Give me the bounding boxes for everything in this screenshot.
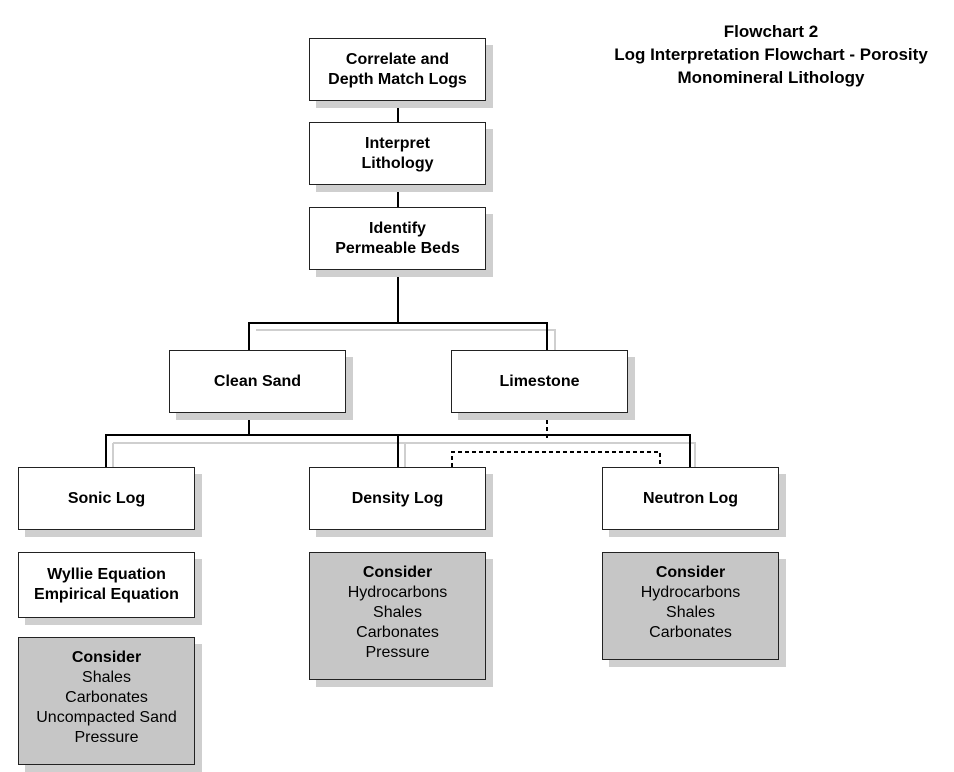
node-clean-sand: Clean Sand	[169, 350, 346, 413]
shadow-connector-logs	[113, 442, 696, 474]
consider-density-item: Carbonates	[356, 624, 439, 641]
node-identify: Identify Permeable Beds	[309, 207, 486, 270]
node-density-log: Density Log	[309, 467, 486, 530]
node-neutron-log: Neutron Log	[602, 467, 779, 530]
title-line-3: Monomineral Lithology	[677, 68, 865, 87]
consider-sonic-item: Pressure	[74, 729, 139, 746]
node-wyllie: Wyllie Equation Empirical Equation	[18, 552, 195, 618]
consider-density-item: Pressure	[365, 644, 430, 661]
consider-neutron-item: Carbonates	[649, 624, 732, 641]
node-identify-line-2: Permeable Beds	[335, 239, 460, 257]
consider-density-item: Hydrocarbons	[347, 584, 448, 601]
consider-density-heading: Consider	[362, 564, 433, 581]
node-interpret-line-1: Interpret	[365, 134, 430, 152]
node-wyllie-line-1: Wyllie Equation	[47, 566, 166, 583]
node-interpret: Interpret Lithology	[309, 122, 486, 185]
consider-sonic-item: Carbonates	[65, 689, 148, 706]
connector-limestone-dashed-bracket	[451, 451, 661, 467]
title-line-1: Flowchart 2	[723, 22, 819, 41]
node-identify-line-1: Identify	[369, 219, 426, 237]
consider-neutron-item: Hydrocarbons	[640, 584, 741, 601]
consider-neutron-heading: Consider	[655, 564, 726, 581]
consider-sonic-item: Uncompacted Sand	[36, 709, 177, 726]
consider-density-item: Shales	[373, 604, 422, 621]
node-limestone: Limestone	[451, 350, 628, 413]
node-correlate-line-1: Correlate and	[345, 50, 450, 68]
consider-sonic-item: Shales	[82, 669, 131, 686]
title-line-2: Log Interpretation Flowchart - Porosity	[614, 45, 928, 64]
node-wyllie-line-2: Empirical Equation	[34, 586, 179, 603]
node-interpret-line-2: Lithology	[361, 154, 434, 172]
flowchart-title: Flowchart 2 Log Interpretation Flowchart…	[588, 20, 954, 89]
shadow-connector-sand-limestone	[256, 329, 556, 358]
consider-neutron-box: Consider Hydrocarbons Shales Carbonates	[602, 552, 779, 660]
consider-sonic-heading: Consider	[71, 649, 142, 666]
connector-branch-sand-limestone	[248, 322, 548, 350]
node-sonic-log: Sonic Log	[18, 467, 195, 530]
node-correlate-line-2: Depth Match Logs	[328, 70, 467, 88]
consider-neutron-item: Shales	[666, 604, 715, 621]
consider-density-box: Consider Hydrocarbons Shales Carbonates …	[309, 552, 486, 680]
node-correlate: Correlate and Depth Match Logs	[309, 38, 486, 101]
consider-sonic-box: Consider Shales Carbonates Uncompacted S…	[18, 637, 195, 765]
